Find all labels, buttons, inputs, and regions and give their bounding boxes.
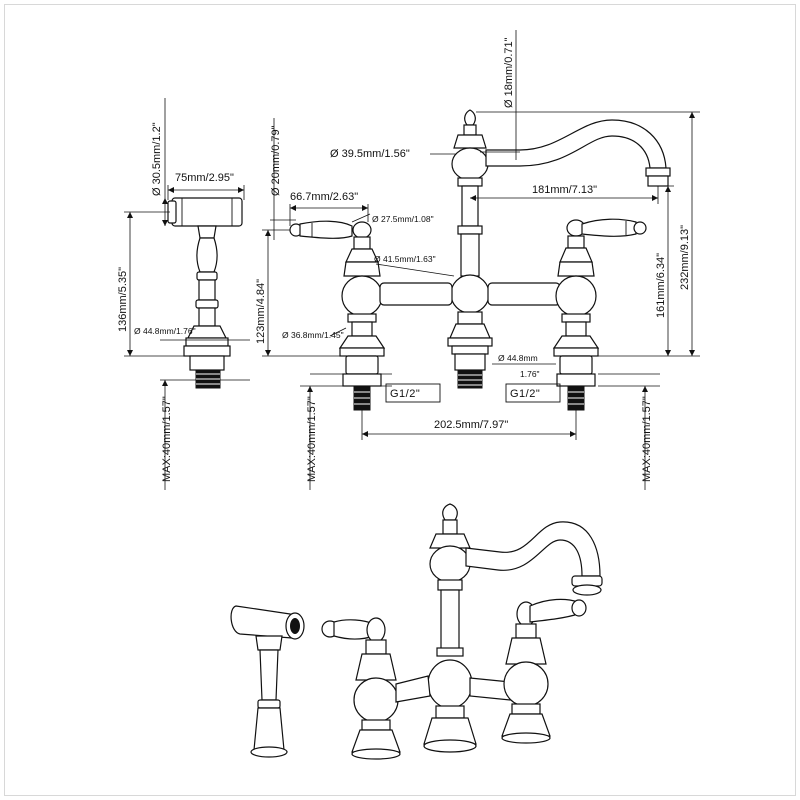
valve-height-label: 123mm/4.84" [255,279,267,344]
right-max-label: MAX:40mm/1.57" [641,396,653,482]
left-valve-elevation [289,220,386,411]
base-dia-mm-label: Ø 44.8mm [498,353,538,363]
aerator-dia-label: Ø 18mm/0.71" [503,37,515,108]
handle-dia-label: Ø 20mm/0.79" [270,125,282,196]
handle-length-label: 66.7mm/2.63" [290,191,358,203]
spout-dimensions: Ø 39.5mm/1.56" Ø 18mm/0.71" 181mm/7.13" … [330,30,700,357]
center-body-elevation [379,109,671,389]
spout-outlet-height-label: 161mm/6.34" [655,253,667,318]
spout-top-dia-label: Ø 39.5mm/1.56" [330,148,410,160]
center-max-label: MAX:40mm/1.57" [306,396,318,482]
side-spray-head-dia-label: Ø 30.5mm/1.2" [151,122,163,196]
thread-right-label: G1/2" [510,388,540,400]
thread-left-label: G1/2" [390,388,420,400]
spout-reach-label: 181mm/7.13" [532,184,597,196]
drawing-frame [4,4,796,796]
side-spray-elevation [167,197,243,389]
center-spacing-label: 202.5mm/7.97" [434,419,508,431]
side-spray-width-label: 75mm/2.95" [175,172,234,184]
side-spray-dimensions: Ø 30.5mm/1.2" 75mm/2.95" 136mm/5.35" Ø 4… [117,98,250,490]
side-spray-base-dia-label: Ø 44.8mm/1.76" [134,326,196,336]
side-spray-height-label: 136mm/5.35" [117,267,129,332]
body-dia-label: Ø 41.5mm/1.63" [374,254,436,264]
right-valve-elevation [552,218,647,411]
side-spray-max-label: MAX:40mm/1.57" [161,396,173,482]
total-height-label: 232mm/9.13" [679,225,691,290]
handle-stem-dia-label: Ø 27.5mm/1.08" [372,214,434,224]
valve-base-dia-label: Ø 36.8mm/1.45" [282,330,344,340]
base-dia-in-label: 1.76" [520,369,540,379]
faucet-perspective-view [230,503,603,760]
valve-dimensions: Ø 20mm/0.79" 66.7mm/2.63" Ø 27.5mm/1.08"… [255,118,660,490]
